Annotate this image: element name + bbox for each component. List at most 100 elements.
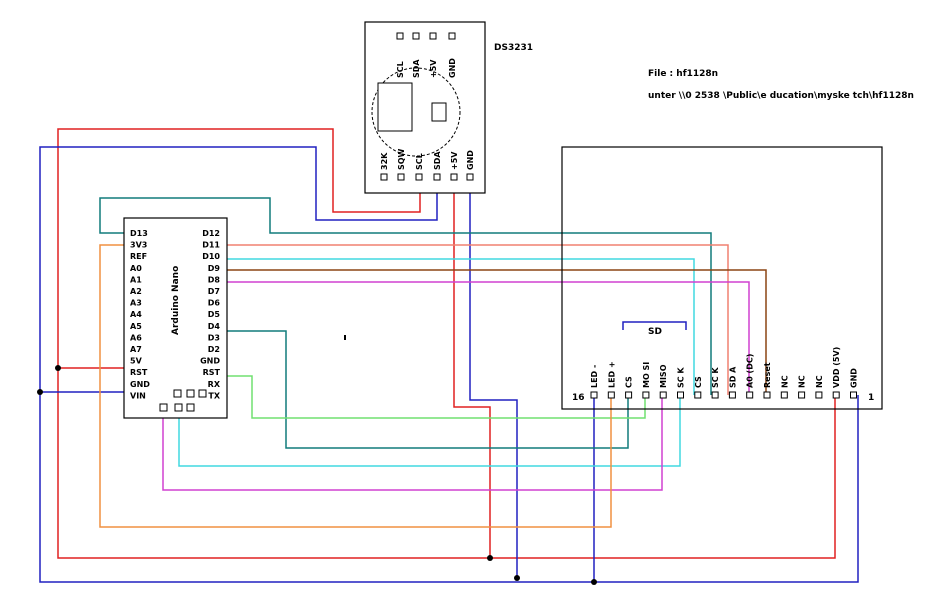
tft-pin-label: GND [850,368,859,388]
wire-magenta-d8 [225,281,750,395]
nano-left-pin-label: RST [130,368,148,377]
rtc-eeprom [431,102,447,122]
tft-pin-label: NC [815,375,824,388]
sd-label: SD [648,327,662,337]
tft-pin-label: SC K [677,367,686,388]
tft-pin-pad [590,391,598,399]
tft-pin-label: MISO [659,364,668,388]
tft-pin-pad [659,391,667,399]
rtc-bottom-pin-pad [415,173,423,181]
nano-pad [173,389,182,398]
nano-left-pin-label: D13 [130,229,148,238]
tft-pin-pad [832,391,840,399]
arduino-nano [123,217,228,419]
rtc-bottom-pin-pad [380,173,388,181]
wire-red-rtc-5v [453,188,836,559]
junction-dot [37,389,43,395]
nano-left-pin-label: GND [130,380,150,389]
nano-right-pin-label: D11 [202,241,220,250]
nano-left-pin-label: 3V3 [130,241,147,250]
wire-cyan-sck [178,395,681,467]
rtc-top-pin-pad [429,32,437,40]
tft-pin-pad [642,391,650,399]
tft-pin-label: VDD (5V) [832,347,841,388]
tft-pin-pad [763,391,771,399]
rtc-chip [377,82,413,132]
tft-pin-end: 1 [868,393,874,403]
tft-pin-label: LED - [590,365,599,388]
nano-left-pin-label: A7 [130,345,142,354]
tft-pin-label: CS [625,376,634,388]
tft-pin-pad [711,391,719,399]
nano-right-pin-label: D2 [208,345,220,354]
wire-brown-d9 [225,269,767,395]
rtc-bottom-pin-pad [450,173,458,181]
nano-left-pin-label: A2 [130,287,142,296]
tft-pin-pad [798,391,806,399]
tft-pin-pad [677,391,684,399]
rtc-top-pin-label: +5V [429,59,438,78]
wire-orange-3v3 [99,244,612,528]
tft-pin-pad [625,391,633,399]
nano-left-pin-label: 5V [130,357,143,366]
tft-pin-pad [815,391,823,399]
tft-pin-label: Reset [763,362,772,388]
rtc-top-pin-pad [412,32,420,40]
rtc-bottom-pin-label: SDA [433,151,442,170]
rtc-top-pin-pad [396,32,404,40]
nano-left-pin-label: A6 [130,333,142,342]
rtc-bottom-pin-pad [466,173,474,181]
tft-display [561,146,883,410]
junction-dot [514,575,520,581]
junction-dot [55,365,61,371]
tft-pin-label: MO SI [642,362,651,388]
tft-pin-label: CS [694,376,703,388]
wire-blue-rtc-sda [39,146,859,583]
nano-right-pin-label: D6 [208,299,221,308]
tft-pin-pad [850,391,857,399]
nano-left-pin-label: A4 [130,310,142,319]
wire-red-rtc-scl [57,128,490,559]
rtc-bottom-pin-label: SCL [415,153,424,170]
rtc-bottom-pin-pad [397,173,405,181]
wire-cyan-d10 [225,258,695,395]
nano-right-pin-label: D3 [208,333,220,342]
nano-left-pin-label: A5 [130,322,142,331]
nano-pad [159,403,168,412]
rtc-bottom-pin-label: +5V [450,151,459,170]
sd-bracket [622,321,687,330]
tft-pin-label: LED + [607,361,616,388]
rtc-bottom-pin-label: 32K [380,152,389,170]
nano-left-pin-label: VIN [130,391,146,400]
file-path: unter \\0 2538 \Public\e ducation\myske … [648,91,914,101]
wire-teal-d13 [99,197,712,395]
nano-left-pin-label: A0 [130,264,142,273]
wire-salmon-d11 [225,244,729,395]
rtc-bottom-pin-label: SQW [397,148,406,170]
nano-right-pin-label: D8 [208,275,221,284]
nano-right-pin-label: D12 [202,229,220,238]
wire-blue-rtc-gnd [469,188,518,578]
battery-holder [371,67,461,157]
tft-pin-label: SC K [711,367,720,388]
nano-right-pin-label: D10 [202,252,220,261]
stray-mark [344,335,346,340]
rtc-top-pin-label: GND [448,58,457,78]
nano-name: Arduino Nano [171,266,181,335]
junction-dot [487,555,493,561]
wire-teal-d4 [225,330,629,449]
tft-pin-label: SD A [728,366,737,388]
nano-right-pin-label: D4 [208,322,221,331]
nano-right-pin-label: D5 [208,310,221,319]
rtc-bottom-pin-label: GND [466,150,475,170]
nano-right-pin-label: RX [208,380,221,389]
tft-pin-pad [607,391,615,399]
nano-right-pin-label: D9 [208,264,221,273]
nano-pad [186,403,195,412]
nano-left-pin-label: A1 [130,275,142,284]
nano-pad [186,389,195,398]
tft-pin-label: A0 (DC) [746,354,755,388]
tft-pin-label: NC [798,375,807,388]
nano-left-pin-label: REF [130,252,147,261]
